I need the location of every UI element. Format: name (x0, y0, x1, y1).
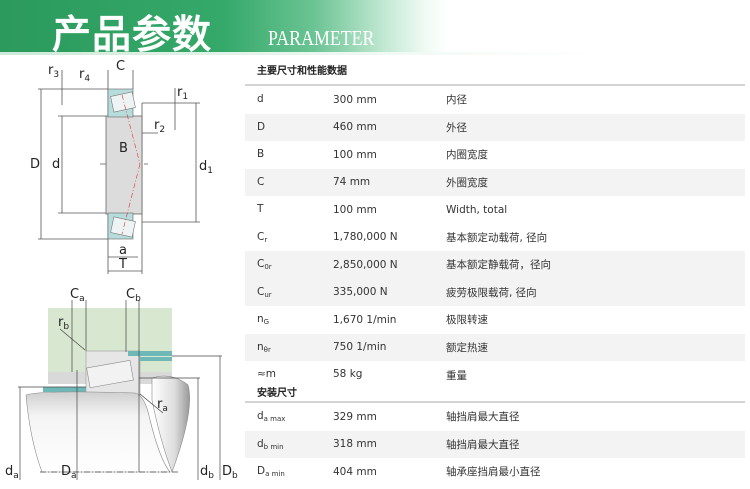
table-row: nG 1,670 1/min 极限转速 (245, 306, 745, 334)
param-value: 335,000 N (333, 286, 388, 299)
table-row: d 300 mm 内径 (245, 86, 745, 114)
label-Cb: Cb (126, 287, 141, 304)
param-symbol: Cur (257, 285, 272, 299)
param-symbol: nθr (257, 340, 271, 354)
param-value: 404 mm (333, 465, 377, 478)
label-B: B (119, 141, 128, 156)
param-description: 外圈宽度 (446, 176, 488, 189)
mounting-dimension-diagram: Ca Cb rb ra da Da db Db (5, 287, 238, 481)
table-row: Cur 335,000 N 疲劳极限载荷, 径向 (245, 278, 745, 306)
table-row: db min 318 mm 轴挡肩最大直径 (245, 430, 745, 458)
section-main-dimensions: 主要尺寸和性能数据 (245, 60, 745, 86)
param-symbol: T (257, 203, 264, 216)
label-r3: r3 (48, 63, 59, 80)
param-symbol: nG (257, 313, 270, 327)
param-value: 2,850,000 N (333, 258, 398, 271)
table-row: C 74 mm 外圈宽度 (245, 168, 745, 196)
label-db: db (200, 464, 214, 481)
label-da: da (5, 464, 19, 481)
param-description: 外径 (446, 121, 467, 134)
param-description: 基本额定静载荷，径向 (446, 259, 551, 272)
parameter-table: 主要尺寸和性能数据 d 300 mm 内径 D 460 mm 外径 B 100 mm 内圈宽度 C… (245, 60, 745, 486)
table-row: da max 329 mm 轴挡肩最大直径 (245, 403, 745, 431)
param-value: 329 mm (333, 410, 377, 423)
table-row: Cr 1,780,000 N 基本额定动载荷, 径向 (245, 224, 745, 252)
param-description: 重量 (446, 370, 467, 382)
param-symbol: da max (257, 410, 286, 424)
label-r4: r4 (79, 67, 90, 84)
param-symbol: ≈m (257, 368, 277, 380)
param-description: 轴挡肩最大直径 (446, 438, 520, 451)
param-symbol: B (257, 148, 265, 161)
param-symbol: d (257, 93, 264, 106)
header-divider (0, 52, 600, 55)
table-row: C0r 2,850,000 N 基本额定静载荷，径向 (245, 251, 745, 279)
param-value: 750 1/min (333, 341, 387, 354)
param-description: Width, total (446, 203, 508, 216)
param-value: 300 mm (333, 93, 377, 106)
param-symbol: D (257, 120, 266, 133)
param-value: 100 mm (333, 148, 377, 161)
label-d: d (52, 157, 60, 172)
param-symbol: C (257, 175, 265, 188)
param-symbol: Cr (257, 230, 268, 244)
table-row: nθr 750 1/min 额定热速 (245, 333, 745, 361)
label-D: D (30, 157, 40, 172)
param-description: 轴挡肩最大直径 (446, 411, 520, 424)
label-Db: Db (222, 464, 238, 481)
label-rb: rb (58, 315, 69, 332)
param-value: 58 kg (333, 368, 363, 380)
param-description: 内圈宽度 (446, 149, 488, 162)
param-value: 318 mm (333, 438, 377, 451)
table-row: D 460 mm 外径 (245, 113, 745, 141)
page-subtitle: PARAMETER (268, 26, 375, 50)
label-C: C (116, 59, 125, 74)
header-banner (0, 0, 750, 54)
label-T: T (118, 257, 127, 272)
table-row: B 100 mm 内圈宽度 (245, 141, 745, 169)
label-ra: ra (157, 397, 168, 414)
bearing-dimension-diagram: D d d1 r3 r4 C r1 r2 B a T (30, 59, 213, 274)
section-mounting-dimensions: 安装尺寸 (257, 388, 297, 399)
param-description: 疲劳极限载荷, 径向 (446, 286, 537, 299)
table-row: T 100 mm Width, total (245, 196, 745, 224)
label-Ca: Ca (70, 287, 85, 304)
param-value: 1,780,000 N (333, 231, 398, 244)
param-value: 460 mm (333, 121, 377, 134)
param-description: 基本额定动载荷, 径向 (446, 231, 548, 244)
param-symbol: C0r (257, 258, 272, 272)
label-r1: r1 (177, 85, 188, 102)
param-description: 极限转速 (446, 314, 488, 327)
param-description: 轴承座挡肩最小直径 (446, 466, 541, 479)
label-Da: Da (61, 464, 77, 481)
table-row: Da min 404 mm 轴承座挡肩最小直径 (245, 458, 745, 486)
table-row: ≈m 58 kg 重量安装尺寸 (245, 361, 745, 403)
param-symbol: db min (257, 437, 284, 451)
param-symbol: Da min (257, 465, 285, 479)
label-d1: d1 (199, 159, 213, 176)
param-description: 额定热速 (446, 341, 488, 354)
page-title: 产品参数 (52, 13, 213, 58)
label-a: a (119, 243, 127, 258)
param-value: 1,670 1/min (333, 313, 397, 326)
param-value: 74 mm (333, 176, 371, 189)
param-value: 100 mm (333, 203, 377, 216)
label-r2: r2 (154, 118, 165, 135)
param-description: 内径 (446, 94, 467, 107)
